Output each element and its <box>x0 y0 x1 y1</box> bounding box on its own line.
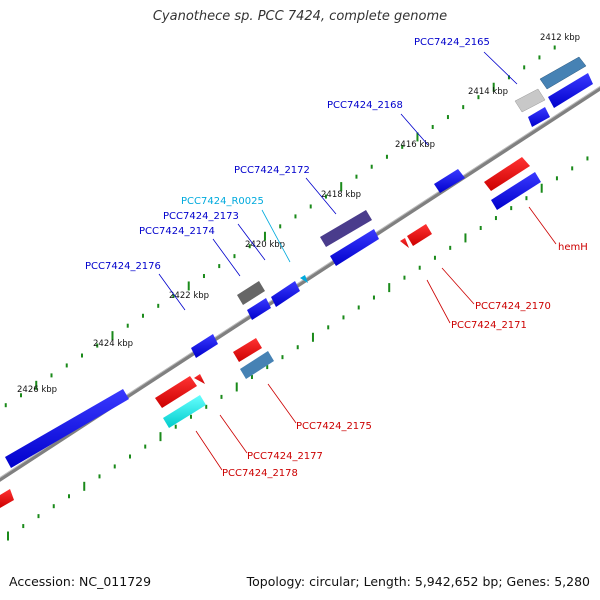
gene-arrow[interactable] <box>233 338 262 362</box>
gene-arrow[interactable] <box>539 56 587 90</box>
accession-text: Accession: NC_011729 <box>9 574 152 589</box>
gene-arrow[interactable] <box>548 73 593 108</box>
gene-label[interactable]: PCC7424_2176 <box>85 261 161 272</box>
gene-label[interactable]: PCC7424_2178 <box>222 468 298 479</box>
kbp-label: 2418 kbp <box>321 190 361 200</box>
kbp-label: 2416 kbp <box>395 140 435 150</box>
gene-arrow[interactable] <box>528 107 550 127</box>
gene-label[interactable]: PCC7424_2177 <box>247 451 323 462</box>
gene-arrow[interactable] <box>330 229 379 266</box>
gene-label[interactable]: PCC7424_2175 <box>296 421 372 432</box>
gene-arrow[interactable] <box>163 395 206 428</box>
map-title: Cyanothece sp. PCC 7424, complete genome <box>152 9 448 24</box>
gene-label[interactable]: PCC7424_2170 <box>475 301 551 312</box>
gene-arrow[interactable] <box>0 489 14 508</box>
gene-label[interactable]: PCC7424_2173 <box>163 211 239 222</box>
gene-label[interactable]: PCC7424_2171 <box>451 320 527 331</box>
kbp-label: 2426 kbp <box>17 385 57 395</box>
gene-arrow[interactable] <box>320 210 372 247</box>
leader-lines <box>158 51 557 471</box>
tick-ring-inner <box>7 156 589 541</box>
gene-arrow[interactable] <box>240 351 274 379</box>
kbp-label: 2412 kbp <box>540 33 580 43</box>
gene-arrow[interactable] <box>407 224 432 246</box>
gene-arrow[interactable] <box>155 376 197 408</box>
gene-label[interactable]: PCC7424_R0025 <box>181 196 264 207</box>
gene-arrow[interactable] <box>300 275 308 283</box>
gene-arrow[interactable] <box>271 281 300 307</box>
gene-arrow[interactable] <box>484 157 530 191</box>
gene-label[interactable]: hemH <box>558 242 588 253</box>
gene-arrow[interactable] <box>491 172 541 210</box>
gene-arrow[interactable] <box>514 88 546 113</box>
gene-arrow[interactable] <box>400 238 409 248</box>
reverse-genes <box>0 157 541 508</box>
gene-arrow[interactable] <box>191 334 218 358</box>
tick-ring-outer <box>4 45 556 408</box>
kbp-label: 2422 kbp <box>169 291 209 301</box>
gene-arrow[interactable] <box>247 298 271 320</box>
gene-arrow[interactable] <box>434 169 465 193</box>
kbp-label: 2420 kbp <box>245 240 285 250</box>
gene-label[interactable]: PCC7424_2174 <box>139 226 215 237</box>
gene-label[interactable]: PCC7424_2165 <box>414 37 490 48</box>
gene-label[interactable]: PCC7424_2172 <box>234 165 310 176</box>
forward-genes <box>5 56 593 468</box>
kbp-label: 2414 kbp <box>468 87 508 97</box>
gene-arrow[interactable] <box>237 281 265 305</box>
gene-label[interactable]: PCC7424_2168 <box>327 100 403 111</box>
kbp-label: 2424 kbp <box>93 339 133 349</box>
gene-arrow[interactable] <box>5 389 129 468</box>
gene-arrow[interactable] <box>194 374 205 384</box>
genome-summary: Topology: circular; Length: 5,942,652 bp… <box>246 574 590 589</box>
